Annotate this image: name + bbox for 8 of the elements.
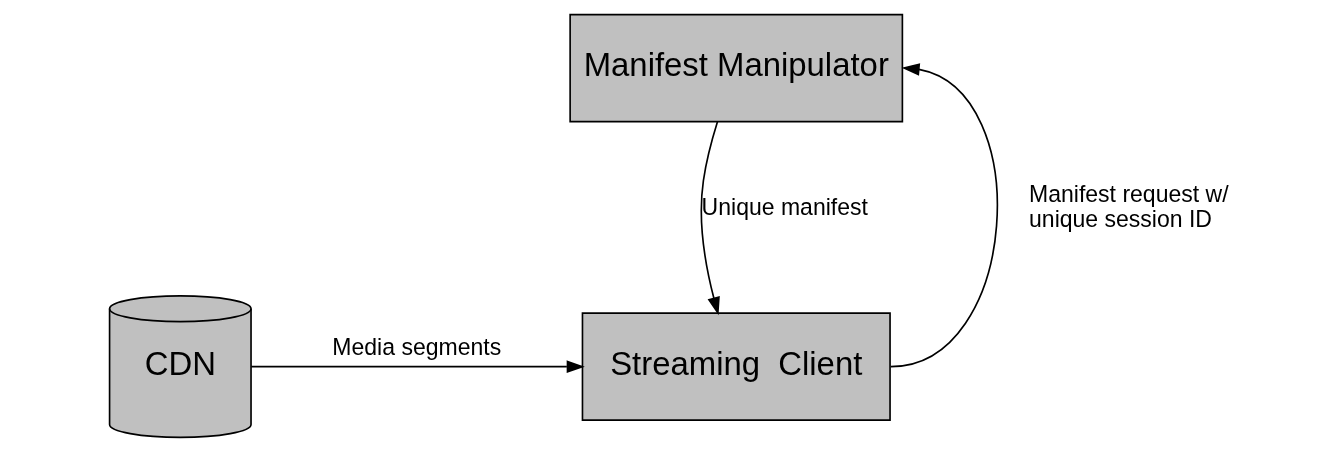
edge-label: Unique manifest bbox=[701, 193, 868, 220]
edge-label: Media segments bbox=[331, 334, 501, 361]
arrow bbox=[889, 63, 998, 368]
arrow bbox=[249, 360, 585, 373]
arrow bbox=[700, 120, 720, 316]
edge-label: Manifest request w/ unique session ID bbox=[1028, 181, 1229, 233]
node-box: Streaming Client bbox=[581, 312, 891, 421]
node-box: Manifest Manipulator bbox=[568, 13, 903, 123]
